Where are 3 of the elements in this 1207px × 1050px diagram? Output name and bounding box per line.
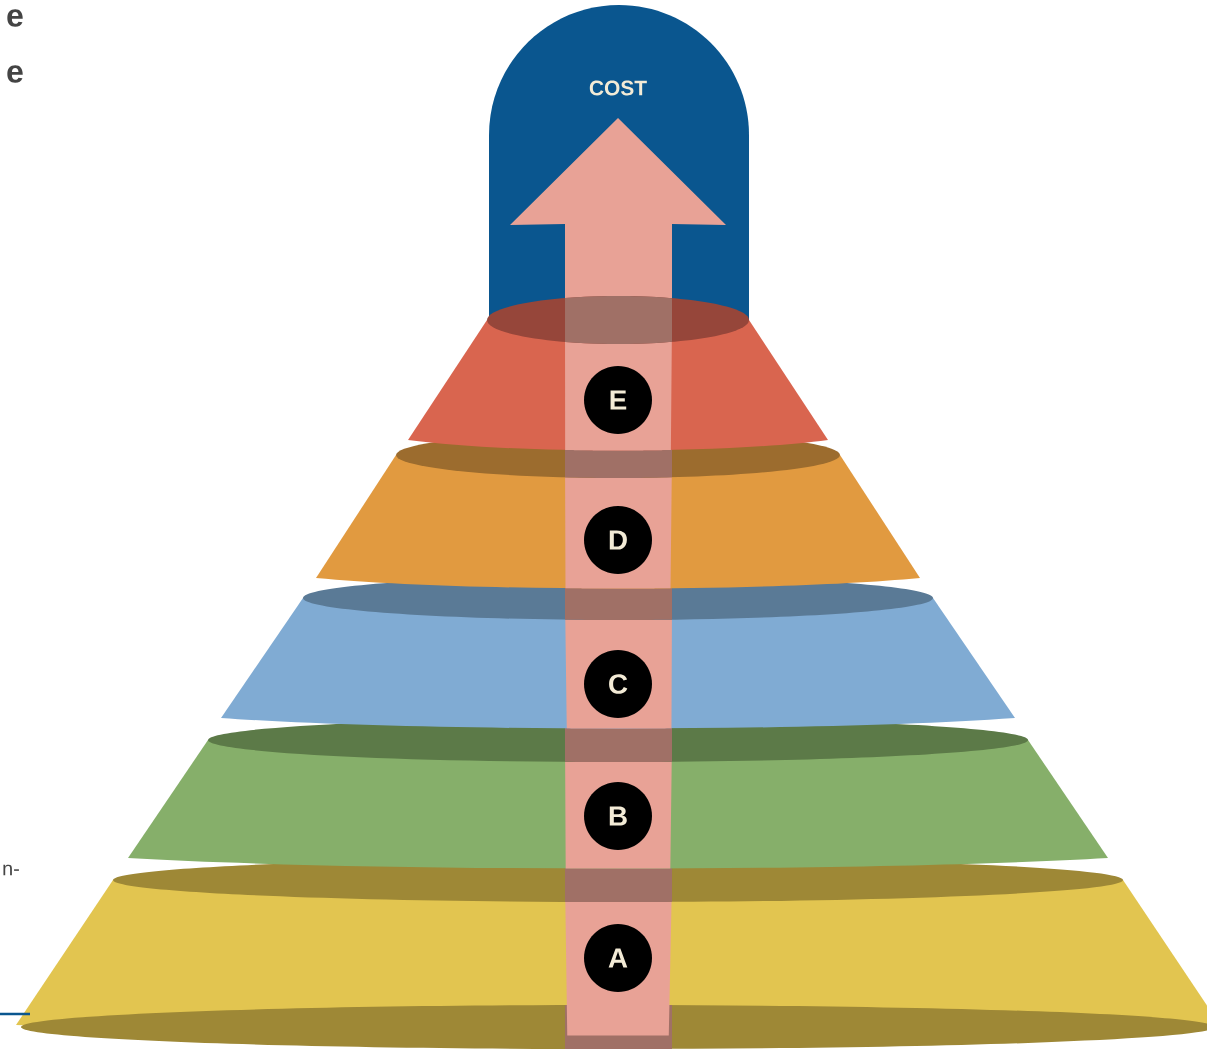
text-fragment: n- — [3, 864, 19, 876]
text-fragment: e — [7, 65, 23, 83]
text-fragment: e — [7, 9, 23, 27]
